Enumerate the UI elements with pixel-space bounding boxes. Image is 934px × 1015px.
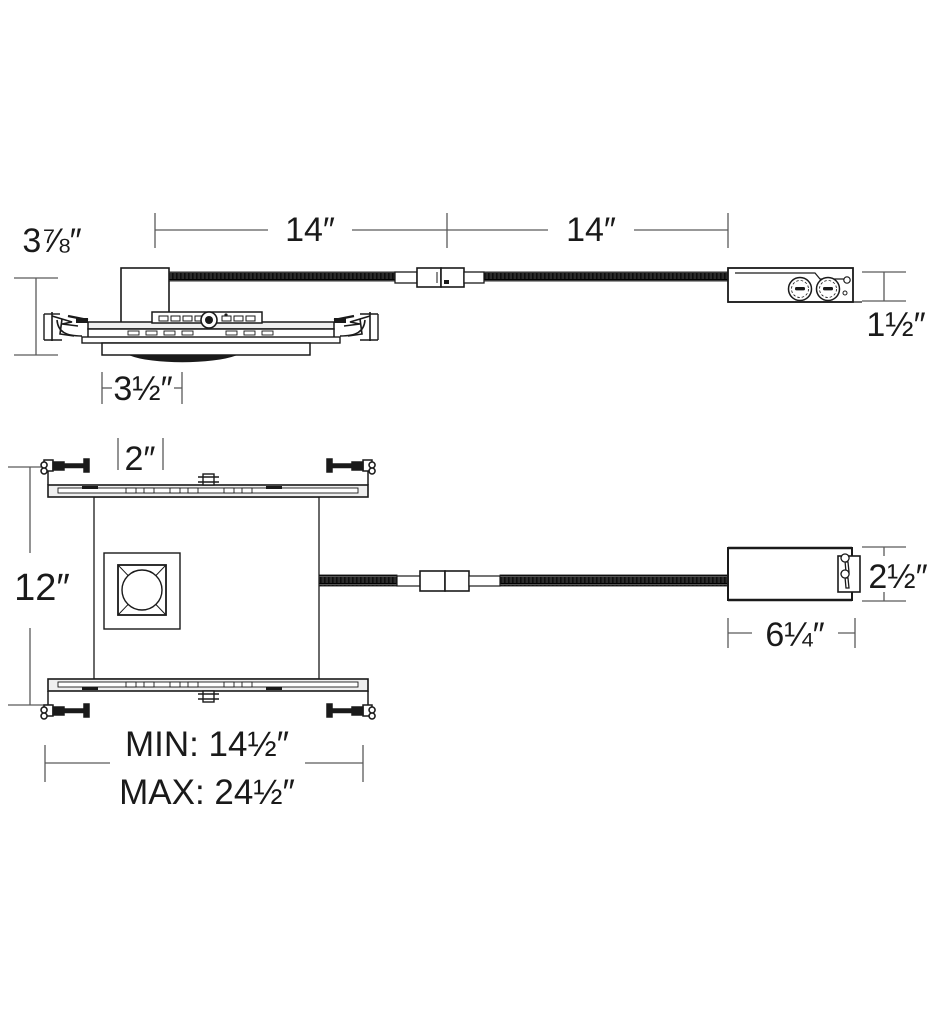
mounting-bar-top bbox=[40, 458, 376, 498]
dim-height-3-7-8 bbox=[14, 277, 58, 356]
driver-box-plan bbox=[727, 546, 861, 602]
dim-label-6-1-4: 6¼″ bbox=[765, 616, 824, 654]
center-screw-hole bbox=[205, 316, 213, 324]
junction-box-side bbox=[727, 267, 862, 303]
torsion-spring-right bbox=[333, 312, 371, 341]
cable-segment-4 bbox=[499, 574, 729, 587]
dim-label-min-span: MIN: 14½″ bbox=[125, 725, 289, 764]
aperture-plan bbox=[103, 552, 181, 630]
dim-label-1-1-2: 1½″ bbox=[866, 306, 925, 344]
cable-segment-3 bbox=[318, 574, 398, 587]
dim-width-6-1-4 bbox=[727, 618, 856, 648]
bar-center-tab-top bbox=[198, 473, 219, 486]
dim-label-14-a: 14″ bbox=[285, 211, 335, 249]
dim-label-2-1-2: 2½″ bbox=[868, 558, 927, 596]
dim-span-min-max bbox=[44, 745, 364, 782]
bar-bracket-top-right bbox=[326, 458, 376, 485]
cable-connector-top bbox=[394, 267, 485, 288]
dim-height-1-1-2 bbox=[862, 271, 906, 302]
lens-housing-side bbox=[101, 342, 311, 356]
torsion-spring-left bbox=[51, 312, 89, 341]
dim-width-2 bbox=[117, 438, 164, 470]
dim-label-14-b: 14″ bbox=[566, 211, 616, 249]
bar-center-tab-bottom bbox=[198, 690, 219, 703]
bar-bracket-top-left bbox=[40, 458, 90, 485]
plan-view-fixture bbox=[40, 458, 861, 720]
mounting-bar-bottom bbox=[40, 678, 376, 720]
cable-segment-1 bbox=[168, 271, 396, 282]
dim-width-3-1-2 bbox=[101, 372, 183, 404]
bar-bracket-bottom-left bbox=[40, 691, 90, 720]
trim-edge bbox=[81, 336, 341, 344]
dim-label-2: 2″ bbox=[125, 440, 156, 478]
dim-label-3-7-8: 3⅞″ bbox=[22, 222, 81, 260]
bar-bracket-bottom-right bbox=[326, 691, 376, 720]
top-view-dimensions bbox=[154, 213, 729, 248]
dim-label-3-1-2: 3½″ bbox=[113, 370, 172, 408]
dim-label-max-span: MAX: 24½″ bbox=[119, 773, 295, 812]
cable-connector-bottom bbox=[396, 570, 501, 592]
dim-height-2-1-2 bbox=[862, 546, 906, 602]
dim-label-12: 12″ bbox=[14, 567, 70, 609]
lower-plate-slots bbox=[127, 330, 274, 336]
side-elevation-fixture bbox=[43, 267, 862, 363]
cable-segment-2 bbox=[483, 271, 729, 282]
lens-dome bbox=[129, 354, 237, 363]
